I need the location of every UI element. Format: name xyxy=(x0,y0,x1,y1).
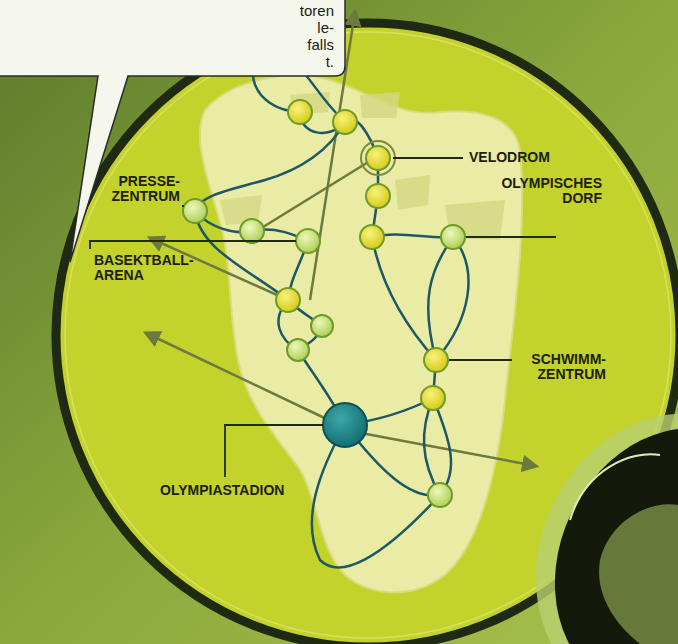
leader-lines xyxy=(90,158,556,477)
direction-line xyxy=(255,156,378,232)
label-text: toren le- falls t. xyxy=(300,2,334,70)
stadium-dot xyxy=(323,403,367,447)
building-shapes xyxy=(220,92,505,240)
venue-label: BASEKTBALL- ARENA xyxy=(94,253,194,283)
venue-label: PRESSE- ZENTRUM xyxy=(112,174,180,204)
label-text: SCHWIMM- ZENTRUM xyxy=(531,352,606,382)
adjacent-disc xyxy=(489,370,678,644)
label-text: OLYMPIASTADION xyxy=(160,483,284,498)
label-text: BASEKTBALL- ARENA xyxy=(94,253,194,283)
venue-label: OLYMPIASTADION xyxy=(160,483,284,498)
callout-text: toren le- falls t. xyxy=(300,2,334,70)
venue-label: VELODROM xyxy=(469,150,550,165)
callout-bubble xyxy=(0,0,345,262)
venue-dots xyxy=(183,43,465,507)
label-text: VELODROM xyxy=(469,150,550,165)
venue-label: SCHWIMM- ZENTRUM xyxy=(531,352,606,382)
velodrom-ring xyxy=(361,141,395,175)
venue-label: OLYMPISCHES DORF xyxy=(501,176,602,206)
label-text: PRESSE- ZENTRUM xyxy=(112,174,180,204)
direction-arrows xyxy=(146,12,536,466)
label-text: OLYMPISCHES DORF xyxy=(501,176,602,206)
